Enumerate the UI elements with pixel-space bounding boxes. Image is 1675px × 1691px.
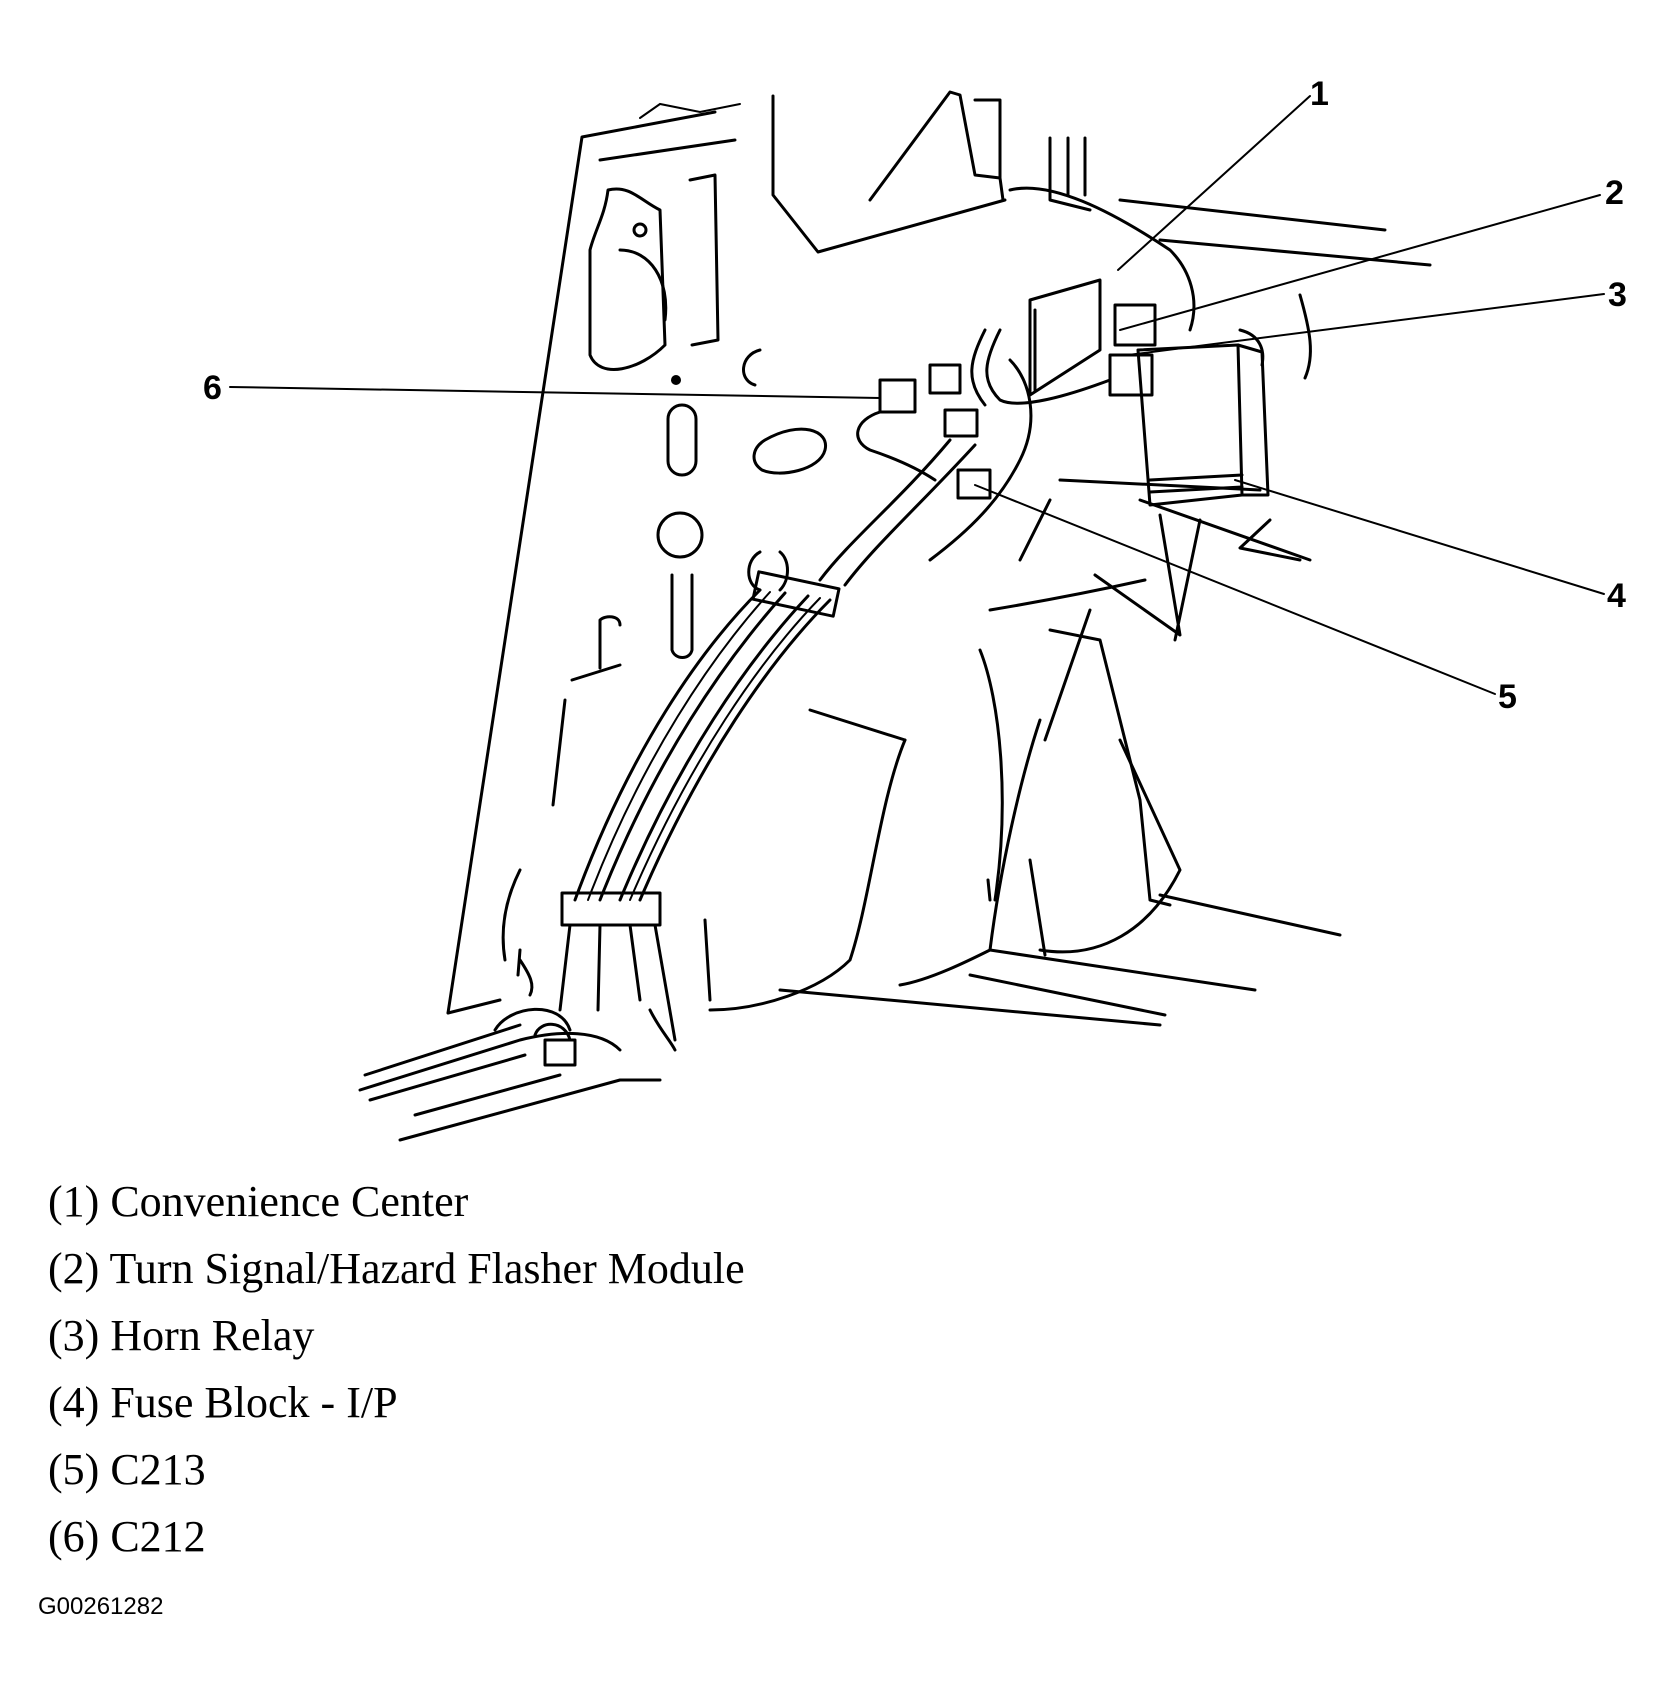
leader-lines bbox=[229, 95, 1605, 695]
legend-text: Convenience Center bbox=[110, 1177, 469, 1226]
wiring-harness bbox=[358, 438, 977, 1142]
callout-1: 1 bbox=[1310, 75, 1329, 113]
callout-2: 2 bbox=[1605, 174, 1624, 212]
wiring-diagram bbox=[229, 90, 1605, 1142]
legend-item: (5) C213 bbox=[48, 1436, 745, 1503]
legend-number: (2) bbox=[48, 1244, 100, 1293]
diagram-drawing bbox=[229, 90, 1605, 1142]
legend-item: (4) Fuse Block - I/P bbox=[48, 1369, 745, 1436]
legend-item: (6) C212 bbox=[48, 1503, 745, 1570]
panel-features bbox=[501, 173, 827, 962]
legend-number: (5) bbox=[48, 1445, 100, 1494]
legend-list: (1) Convenience Center (2) Turn Signal/H… bbox=[48, 1168, 745, 1570]
legend-text: Fuse Block - I/P bbox=[110, 1378, 398, 1427]
legend-item: (2) Turn Signal/Hazard Flasher Module bbox=[48, 1235, 745, 1302]
legend-number: (6) bbox=[48, 1512, 100, 1561]
legend-text: C212 bbox=[110, 1512, 206, 1561]
dash-structure bbox=[771, 90, 1432, 380]
callout-6: 6 bbox=[203, 369, 222, 407]
leader-3 bbox=[1127, 293, 1605, 356]
legend-number: (1) bbox=[48, 1177, 100, 1226]
leader-5 bbox=[974, 484, 1496, 695]
module-cluster bbox=[856, 278, 1270, 562]
callout-3: 3 bbox=[1608, 276, 1627, 314]
legend-text: Turn Signal/Hazard Flasher Module bbox=[109, 1244, 745, 1293]
legend-number: (3) bbox=[48, 1311, 100, 1360]
legend-text: Horn Relay bbox=[110, 1311, 315, 1360]
leader-6 bbox=[229, 386, 881, 399]
leader-4 bbox=[1234, 479, 1605, 595]
callout-5: 5 bbox=[1498, 678, 1517, 716]
legend-item: (1) Convenience Center bbox=[48, 1168, 745, 1235]
leader-1 bbox=[1117, 95, 1311, 271]
leader-2 bbox=[1119, 194, 1601, 331]
kick-panel bbox=[446, 102, 741, 1015]
legend-text: C213 bbox=[110, 1445, 206, 1494]
floor-structure bbox=[703, 478, 1342, 1027]
legend-item: (3) Horn Relay bbox=[48, 1302, 745, 1369]
legend-number: (4) bbox=[48, 1378, 100, 1427]
figure-id: G00261282 bbox=[38, 1593, 164, 1620]
callout-4: 4 bbox=[1607, 577, 1626, 615]
